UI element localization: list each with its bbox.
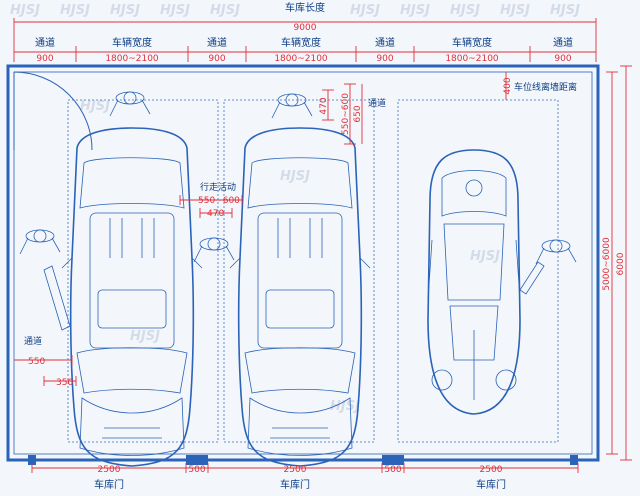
svg-text:HJSJ: HJSJ xyxy=(80,99,110,114)
front-alt-value: 650 xyxy=(353,105,363,122)
svg-text:HJSJ: HJSJ xyxy=(60,3,90,18)
door-label-2: 车库门 xyxy=(280,478,310,491)
svg-text:HJSJ: HJSJ xyxy=(280,169,310,184)
door-width-2: 2500 xyxy=(284,465,307,475)
svg-text:HJSJ: HJSJ xyxy=(160,3,190,18)
left-aisle-value: 550 xyxy=(28,357,45,367)
middle-aisle-label: 通道 xyxy=(368,97,386,109)
car-width-label-3: 车辆宽度 xyxy=(452,36,492,49)
walk-dimensions: 行走活动 550~600 470 xyxy=(179,181,243,219)
person-right xyxy=(535,239,577,265)
suv-car-left xyxy=(61,127,203,467)
beetle-car xyxy=(427,149,521,415)
walk-range-value: 550~600 xyxy=(198,196,240,206)
svg-text:HJSJ: HJSJ xyxy=(350,3,380,18)
depth-value: 5000~6000 xyxy=(602,237,612,291)
walk-label: 行走活动 xyxy=(200,181,236,193)
left-aisle-label: 通道 xyxy=(24,335,42,347)
svg-text:HJSJ: HJSJ xyxy=(470,249,500,264)
door-width-1: 2500 xyxy=(98,465,121,475)
left-dimensions: 通道 550 350 xyxy=(14,335,77,388)
svg-text:HJSJ: HJSJ xyxy=(210,3,240,18)
pillar-width-2: 500 xyxy=(384,465,401,475)
front-dimensions: 470 550~600 650 通道 xyxy=(319,83,386,145)
car-width-label-2: 车辆宽度 xyxy=(281,36,321,49)
wall-distance-label: 车位线离墙距离 xyxy=(514,81,577,93)
svg-text:HJSJ: HJSJ xyxy=(10,3,40,18)
car-width-value-1: 1800~2100 xyxy=(105,54,159,64)
aisle-label-1: 通道 xyxy=(35,36,55,49)
person-top-left xyxy=(109,91,151,117)
wall-distance-value: 400 xyxy=(503,77,513,94)
garage-depth-value: 6000 xyxy=(616,252,626,275)
svg-text:HJSJ: HJSJ xyxy=(130,329,160,344)
aisle-label-3: 通道 xyxy=(375,36,395,49)
aisle-label-4: 通道 xyxy=(553,36,573,49)
aisle-value-3: 900 xyxy=(376,54,393,64)
length-label: 车库长度 xyxy=(285,1,325,14)
svg-text:HJSJ: HJSJ xyxy=(400,3,430,18)
car-width-value-2: 1800~2100 xyxy=(274,54,328,64)
right-dimensions: 5000~6000 6000 400 车位线离墙距离 xyxy=(503,65,632,461)
aisle-label-2: 通道 xyxy=(207,36,227,49)
car-width-label-1: 车辆宽度 xyxy=(112,36,152,49)
top-total-dimension: 车库长度 9000 xyxy=(13,1,597,62)
left-min-value: 350 xyxy=(56,378,73,388)
svg-text:HJSJ: HJSJ xyxy=(450,3,480,18)
person-middle xyxy=(193,237,235,263)
svg-text:HJSJ: HJSJ xyxy=(550,3,580,18)
aisle-value-2: 900 xyxy=(208,54,225,64)
watermark: HJSJ HJSJ HJSJ HJSJ HJSJ HJSJ HJSJ HJSJ … xyxy=(10,3,580,414)
svg-text:HJSJ: HJSJ xyxy=(500,3,530,18)
person-left xyxy=(19,229,61,255)
front-min-value: 470 xyxy=(319,97,329,114)
walk-min-value: 470 xyxy=(207,209,224,219)
parking-bays xyxy=(67,99,559,443)
pillar-width-1: 500 xyxy=(188,465,205,475)
door-label-1: 车库门 xyxy=(94,478,124,491)
aisle-value-4: 900 xyxy=(554,54,571,64)
top-segment-dimensions: 通道 900 车辆宽度 1800~2100 通道 900 车辆宽度 1800~2… xyxy=(14,36,596,64)
aisle-value-1: 900 xyxy=(36,54,53,64)
garage-walls xyxy=(6,64,600,462)
open-door-left xyxy=(43,261,545,331)
svg-text:HJSJ: HJSJ xyxy=(110,3,140,18)
door-width-3: 2500 xyxy=(480,465,503,475)
car-width-value-3: 1800~2100 xyxy=(445,54,499,64)
front-range-value: 550~600 xyxy=(341,93,351,135)
svg-text:HJSJ: HJSJ xyxy=(330,399,360,414)
person-top-middle xyxy=(271,93,313,119)
length-value: 9000 xyxy=(294,23,317,33)
bottom-doors: 2500 500 2500 500 2500 车库门 车库门 车库门 xyxy=(28,455,579,491)
door-label-3: 车库门 xyxy=(476,478,506,491)
